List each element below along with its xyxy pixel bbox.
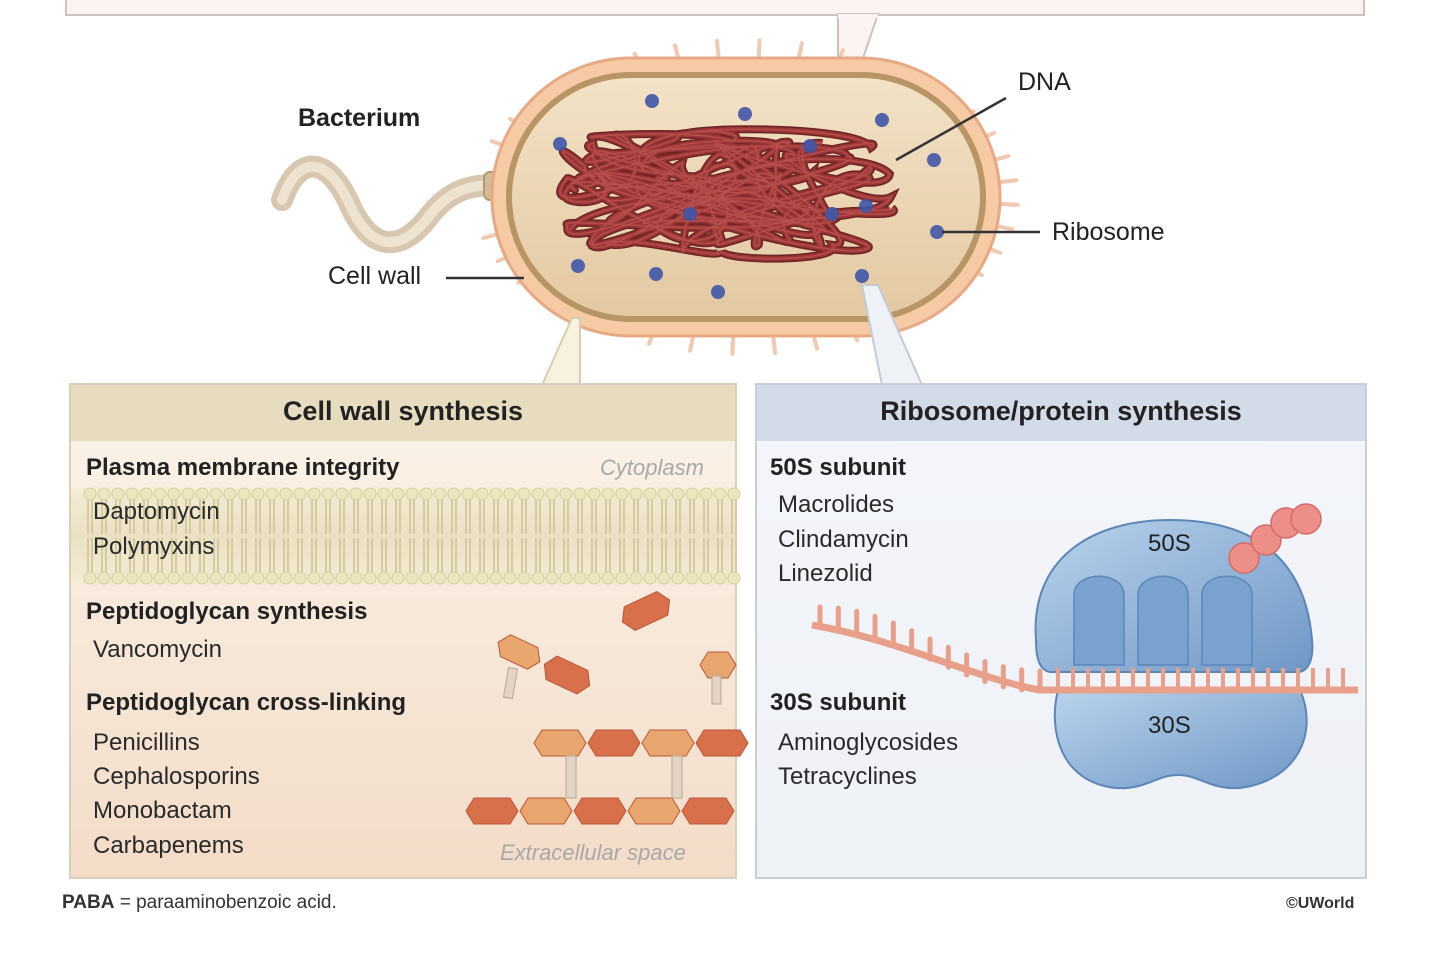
drug-vancomycin: Vancomycin (93, 636, 222, 663)
drug-cephalosporins: Cephalosporins (93, 763, 260, 790)
mrna-strand (811, 604, 1358, 694)
group-heading-membrane: Plasma membrane integrity (86, 454, 400, 481)
group-heading-30s: 30S subunit (770, 689, 907, 716)
ribosome-dots (553, 94, 944, 299)
ribosome-50s-label: 50S (1148, 530, 1191, 557)
flagellum (271, 155, 506, 253)
peptidoglycan (465, 591, 749, 825)
drug-carbapenems: Carbapenems (93, 832, 244, 859)
ribosome-panel-header (757, 385, 1365, 441)
bacterium-title: Bacterium (298, 104, 421, 132)
cell-wall-panel-header (71, 385, 735, 441)
cell-wall-label: Cell wall (328, 262, 422, 290)
dna-tangle (556, 125, 900, 263)
cytoplasm-label: Cytoplasm (600, 455, 704, 480)
abbr-definition: = paraaminobenzoic acid. (119, 892, 337, 913)
copyright: ©UWorld (1286, 895, 1355, 912)
drug-tetracyclines: Tetracyclines (778, 763, 917, 790)
drug-linezolid: Linezolid (778, 560, 873, 587)
drug-macrolides: Macrolides (778, 491, 895, 518)
drug-penicillins: Penicillins (93, 729, 200, 756)
cell-wall-panel (69, 383, 737, 879)
dna-leader-line (895, 96, 1007, 162)
drug-clindamycin: Clindamycin (778, 526, 909, 553)
ribosome-illustration (811, 503, 1358, 790)
lipid-bilayer (71, 487, 741, 585)
ribosome-panel-title: Ribosome/protein synthesis (880, 396, 1242, 426)
ribosome-30s-label: 30S (1148, 712, 1191, 739)
extracellular-space-label: Extracellular space (500, 840, 686, 865)
ribosome-30s-shape (1053, 689, 1308, 790)
group-heading-cross-linking: Peptidoglycan cross-linking (86, 689, 407, 716)
top-callout-box (65, 0, 1365, 16)
group-heading-50s: 50S subunit (770, 454, 907, 481)
group-heading-peptidoglycan-synthesis: Peptidoglycan synthesis (86, 598, 368, 625)
cell-wall-panel-title: Cell wall synthesis (282, 396, 524, 426)
drug-monobactam: Monobactam (93, 797, 232, 824)
drug-daptomycin: Daptomycin (93, 498, 220, 525)
polypeptide-chain (1228, 503, 1322, 574)
ribosome-label: Ribosome (1052, 218, 1165, 246)
cell-wall-callout-pointer (540, 317, 581, 386)
dna-label: DNA (1018, 68, 1071, 96)
drug-aminoglycosides: Aminoglycosides (778, 729, 959, 756)
drug-polymyxins: Polymyxins (93, 533, 215, 560)
abbr-term: PABA (62, 892, 115, 913)
footer-abbreviation: PABA = paraaminobenzoic acid. (62, 892, 337, 914)
